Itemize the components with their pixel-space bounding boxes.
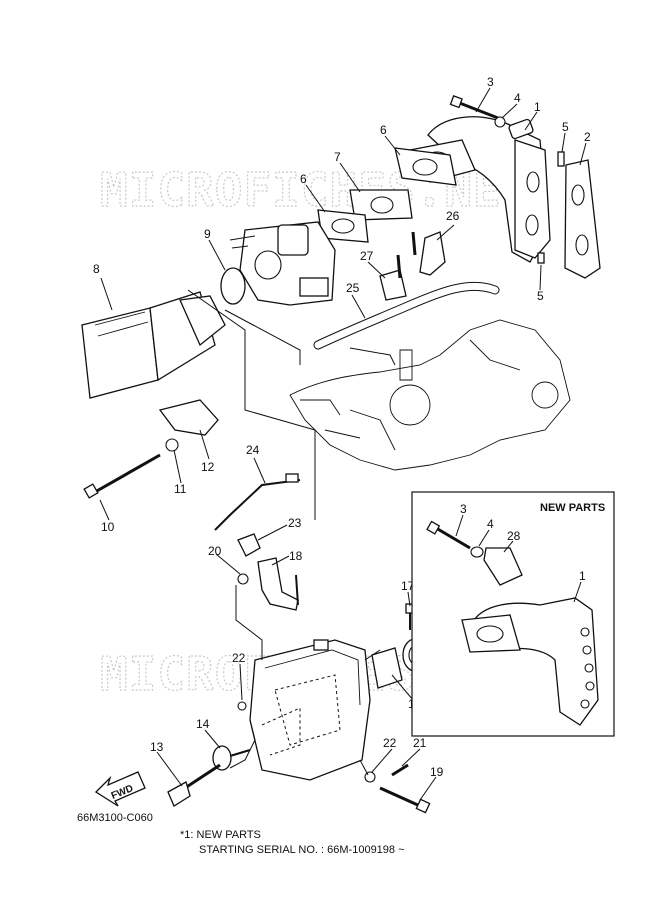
dowel-5-top xyxy=(557,151,565,167)
callout-26: 26 xyxy=(446,209,460,223)
callout-7: 7 xyxy=(334,150,341,164)
carburetor xyxy=(229,221,336,306)
bolt-3 xyxy=(449,95,499,120)
callout-3: 3 xyxy=(487,75,494,89)
footnote-line-2: STARTING SERIAL NO. : 66M-1009198 ~ xyxy=(199,844,405,856)
diagram-code: 66M3100-C060 xyxy=(77,812,153,824)
washer-22-upper xyxy=(237,701,247,711)
callout-21: 21 xyxy=(413,736,427,750)
callout-8: 8 xyxy=(93,262,100,276)
callout-12: 12 xyxy=(201,460,215,474)
callout-14: 14 xyxy=(196,717,210,731)
washer-20 xyxy=(237,573,249,585)
callout-22-upper: 22 xyxy=(232,651,246,665)
washer-4 xyxy=(494,116,506,128)
clamp-27 xyxy=(379,269,407,301)
callout-9: 9 xyxy=(204,227,211,241)
fwd-arrow-icon: FWD xyxy=(94,771,146,807)
callout-23: 23 xyxy=(288,516,302,530)
callout-25: 25 xyxy=(346,281,360,295)
callout-6-lower: 6 xyxy=(300,172,307,186)
bolts-26-27 xyxy=(396,231,417,279)
new-callout-4: 4 xyxy=(487,517,494,531)
callout-2: 2 xyxy=(584,130,591,144)
silencer-housing xyxy=(249,639,371,781)
bracket-12 xyxy=(158,399,219,436)
callout-5-top: 5 xyxy=(562,120,569,134)
callout-17: 17 xyxy=(401,579,415,593)
new-callout-28: 28 xyxy=(507,529,521,543)
new-callout-3: 3 xyxy=(460,502,467,516)
footnote-line-1: *1: NEW PARTS xyxy=(180,829,261,841)
grommet-11 xyxy=(165,438,179,452)
gasket-6-upper xyxy=(394,147,457,186)
rod-end-24 xyxy=(285,473,299,483)
choke-rod-13 xyxy=(167,763,221,807)
exhaust-gasket xyxy=(564,159,601,279)
new-callout-1: 1 xyxy=(579,569,586,583)
bolt-10 xyxy=(83,453,161,499)
dowel-5-bottom xyxy=(537,252,545,264)
callout-6-upper: 6 xyxy=(380,123,387,137)
new-parts-box: NEW PARTS 3 4 28 1 xyxy=(411,491,615,737)
callout-19: 19 xyxy=(430,765,444,779)
o-ring-9 xyxy=(220,267,246,305)
link-rod-24 xyxy=(214,479,301,531)
callout-18: 18 xyxy=(289,549,303,563)
intake-silencer-8 xyxy=(81,291,226,399)
callout-13: 13 xyxy=(150,740,164,754)
callout-11: 11 xyxy=(174,482,187,496)
callout-10: 10 xyxy=(101,520,115,534)
leader-lines xyxy=(99,87,587,801)
insulator-plate-7 xyxy=(349,189,413,221)
lever-18 xyxy=(257,557,299,611)
callout-20: 20 xyxy=(208,544,222,558)
pin-21 xyxy=(391,763,409,777)
clip-23 xyxy=(237,533,261,557)
callout-27: 27 xyxy=(360,249,374,263)
washer-22-lower xyxy=(364,771,376,783)
callout-5-bottom: 5 xyxy=(537,289,544,303)
knob-14 xyxy=(212,745,251,771)
callout-1: 1 xyxy=(534,100,541,114)
callout-22-lower: 22 xyxy=(383,736,397,750)
callout-24: 24 xyxy=(246,443,260,457)
new-parts-title: NEW PARTS xyxy=(540,502,605,514)
engine-block xyxy=(289,319,571,471)
callout-4: 4 xyxy=(514,91,521,105)
bracket-26 xyxy=(419,231,446,276)
bolt-19 xyxy=(379,786,431,814)
